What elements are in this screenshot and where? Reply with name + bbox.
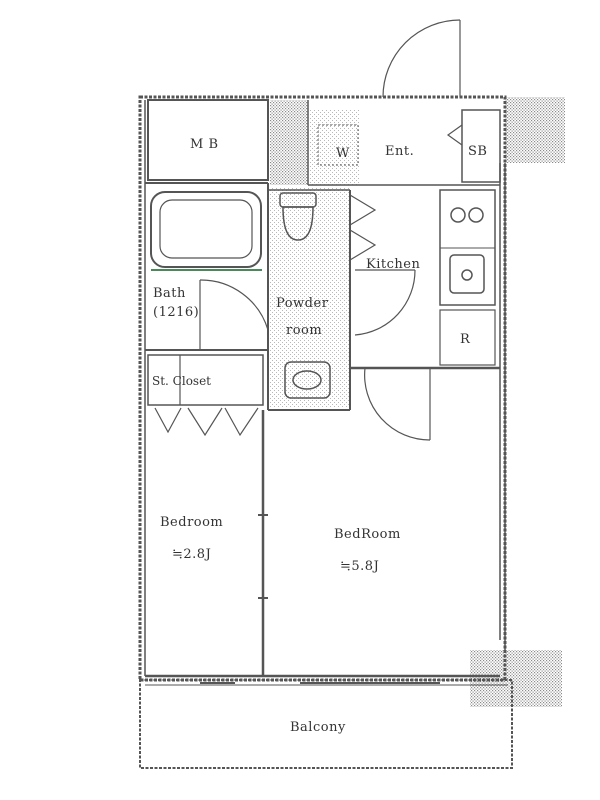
label-powder-room: Powder [276,296,329,311]
label-powder-room-2: room [286,323,322,338]
label-balcony: Balcony [290,720,346,735]
label-mb: M B [190,137,219,152]
label-bedroom-large: BedRoom [334,527,401,542]
label-refrigerator: R [460,332,471,347]
pipe-shaft-hatch [270,100,308,185]
label-bath: Bath [153,286,186,301]
bathtub [150,191,262,271]
kitchen-sink [449,254,485,294]
washbasin [284,361,331,399]
label-shoe-box: SB [468,144,487,159]
label-bedroom-small-area: ≒2.8J [172,547,211,562]
doors [154,19,463,684]
washing-machine-space [317,124,359,166]
label-kitchen: Kitchen [366,257,420,272]
label-w: W [336,146,350,161]
label-bath-size: (1216) [153,305,199,320]
stove [450,207,484,223]
exterior-hatch-top [505,97,565,163]
label-entrance: Ent. [385,144,414,159]
walls [138,95,513,769]
label-bedroom-small: Bedroom [160,515,223,530]
toilet [279,192,317,241]
label-storage-closet: St. Closet [152,374,211,388]
label-bedroom-large-area: ≒5.8J [340,559,379,574]
